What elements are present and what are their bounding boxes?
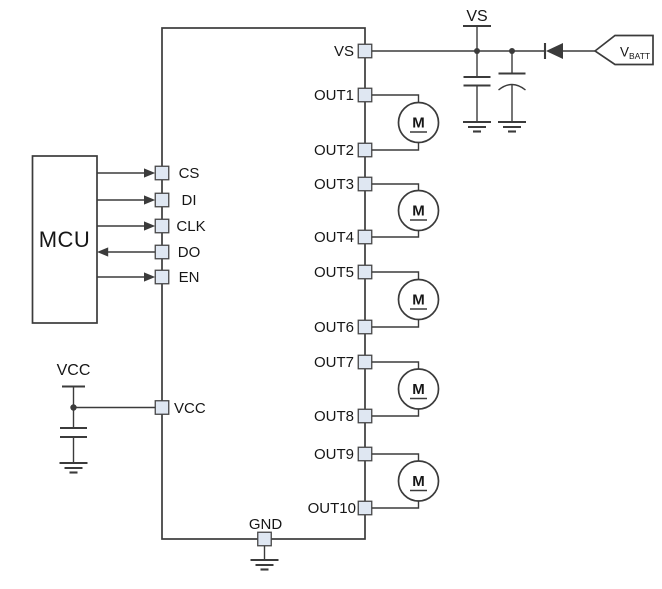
- diode-triangle: [546, 43, 563, 59]
- svg-text:M: M: [412, 381, 425, 398]
- svg-text:OUT5: OUT5: [314, 264, 354, 281]
- pin-vcc-pad: [154, 400, 170, 415]
- motor-4: M: [371, 361, 440, 417]
- svg-text:OUT4: OUT4: [314, 229, 354, 246]
- motor-wires: [371, 183, 420, 238]
- ground-icon: [250, 558, 279, 571]
- pin-do: DO: [154, 244, 201, 261]
- pin-vs: VS: [334, 43, 373, 60]
- pin-out5: OUT5: [314, 264, 373, 281]
- pin-clk-pad: [154, 218, 170, 234]
- vs-electrolytic-capacitor: [498, 51, 526, 122]
- vcc-capacitor: [60, 426, 87, 463]
- svg-text:OUT3: OUT3: [314, 176, 354, 193]
- motor-icon: [397, 368, 440, 410]
- motor-1: M: [371, 94, 440, 151]
- svg-text:M: M: [412, 115, 425, 132]
- pin-cs: CS: [154, 165, 200, 182]
- motor-wires: [371, 453, 420, 509]
- arrow-right-icon: [144, 195, 156, 205]
- vbatt-label: VBATT: [620, 45, 650, 62]
- pin-gnd: GND: [249, 516, 283, 571]
- pin-di: DI: [154, 192, 197, 209]
- pin-clk-label: CLK: [176, 218, 205, 235]
- motor-icon: [397, 189, 440, 232]
- mcu-label: MCU: [39, 227, 91, 252]
- ic-body: [161, 27, 366, 540]
- svg-text:OUT7: OUT7: [314, 354, 354, 371]
- pin-cs-label: CS: [179, 165, 200, 182]
- pin-out2: OUT2: [314, 142, 373, 159]
- motor-3: M: [371, 271, 440, 328]
- motor-wires: [371, 361, 420, 417]
- driver-ic-block: [161, 27, 366, 540]
- spi-wires: [97, 168, 156, 282]
- pin-out10: OUT10: [308, 500, 373, 517]
- arrow-right-icon: [144, 168, 156, 178]
- vcc-rail-label: VCC: [57, 362, 91, 379]
- vs-rail-label: VS: [466, 8, 487, 25]
- motor-5: M: [371, 453, 440, 509]
- svg-text:OUT6: OUT6: [314, 319, 354, 336]
- svg-text:M: M: [412, 473, 425, 490]
- ic-out-pins: OUT1 OUT2 OUT3 OUT4 OUT5 OUT6 OUT7 OUT8: [308, 87, 373, 517]
- svg-text:OUT2: OUT2: [314, 142, 354, 159]
- svg-text:M: M: [412, 203, 425, 220]
- pin-vs-label: VS: [334, 43, 354, 60]
- svg-text:M: M: [412, 292, 425, 309]
- pin-out4: OUT4: [314, 229, 373, 246]
- pin-di-pad: [154, 192, 170, 208]
- motor-icon: [397, 101, 440, 144]
- pin-do-pad: [154, 244, 170, 260]
- vcc-rail-circuit: VCC: [57, 362, 156, 474]
- pin-gnd-pad: [257, 531, 272, 547]
- motor-icon: [397, 460, 440, 502]
- ground-icon: [463, 120, 491, 133]
- pin-vcc: VCC: [154, 400, 206, 417]
- motor-icon: [397, 278, 440, 321]
- pin-cs-pad: [154, 165, 170, 181]
- junction-dot: [70, 404, 77, 411]
- pin-vs-pad: [357, 43, 373, 59]
- pin-gnd-label: GND: [249, 516, 283, 533]
- pin-en-label: EN: [179, 269, 200, 286]
- svg-text:OUT9: OUT9: [314, 446, 354, 463]
- svg-text:OUT1: OUT1: [314, 87, 354, 104]
- pin-en-pad: [154, 269, 170, 285]
- ground-icon: [59, 461, 88, 474]
- motor-wires: [371, 271, 420, 328]
- pin-clk: CLK: [154, 218, 206, 235]
- pin-out8: OUT8: [314, 408, 373, 425]
- pin-en: EN: [154, 269, 200, 286]
- pin-do-label: DO: [178, 244, 201, 261]
- pin-di-label: DI: [182, 192, 197, 209]
- pin-vcc-label: VCC: [174, 400, 206, 417]
- arrow-right-icon: [144, 221, 156, 231]
- mcu-box: [31, 155, 98, 324]
- arrow-left-icon: [97, 247, 109, 257]
- pin-out3: OUT3: [314, 176, 373, 193]
- motor-wires: [371, 94, 420, 151]
- pin-out6: OUT6: [314, 319, 373, 336]
- arrow-right-icon: [144, 272, 156, 282]
- svg-text:OUT8: OUT8: [314, 408, 354, 425]
- svg-text:OUT10: OUT10: [308, 500, 356, 517]
- vs-supply-circuit: VS VS: [334, 8, 654, 133]
- ground-icon: [498, 120, 526, 133]
- mcu-block: MCU: [31, 155, 98, 324]
- vbatt-flag: VBATT: [593, 34, 654, 66]
- diode-icon: [543, 43, 595, 59]
- vs-ceramic-capacitor: [463, 51, 491, 122]
- pin-out9: OUT9: [314, 446, 373, 463]
- vbatt-flag-shape: [593, 34, 654, 66]
- pin-out7: OUT7: [314, 354, 373, 371]
- pin-out1: OUT1: [314, 87, 373, 104]
- motor-2: M: [371, 183, 440, 238]
